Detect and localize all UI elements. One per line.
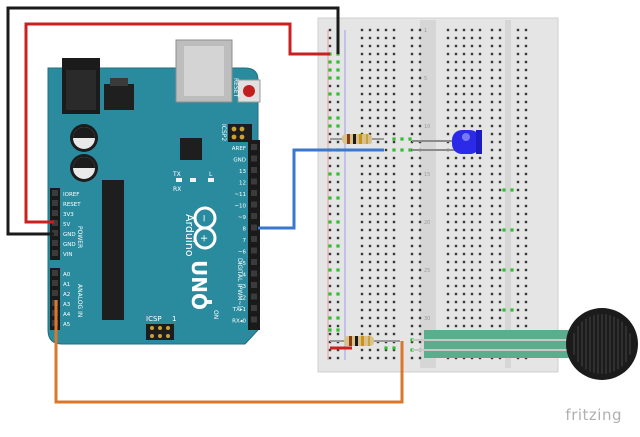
icsp2-label: ICSP2 <box>220 124 227 141</box>
digital-pin-label: 2 <box>243 296 247 302</box>
svg-text:−: − <box>198 214 209 222</box>
icsp-header <box>146 324 174 340</box>
force-sensitive-resistor <box>412 308 638 380</box>
tx-label: TX <box>172 171 181 178</box>
digital-pin-label: TX▸1 <box>232 307 246 313</box>
rx-label: RX <box>173 186 181 193</box>
digital-pin-label: ~3 <box>238 284 247 290</box>
digital-pin-label: 13 <box>239 169 246 175</box>
wire-gnd-black <box>6 6 340 236</box>
rx-led <box>190 178 196 182</box>
power-pin-label: GND <box>63 242 76 248</box>
breadboard-connected-holes <box>328 52 514 352</box>
l-led <box>208 178 214 182</box>
digital-pin-label: 4 <box>243 273 247 279</box>
digital-pin-label: ~5 <box>238 261 247 267</box>
capacitor-1 <box>70 124 98 152</box>
digital-pin-label: ~10 <box>234 204 246 210</box>
header-number-label: 1 <box>172 315 176 323</box>
breadboard-row-number: 30 <box>424 316 430 322</box>
on-label: ON <box>212 310 219 319</box>
on-led <box>206 300 212 304</box>
capacitor-2 <box>70 154 98 182</box>
analog-label: ANALOG IN <box>76 284 83 317</box>
digital-pin-label: AREF <box>232 146 246 152</box>
analog-pin-label: A5 <box>63 322 71 328</box>
reset-label: RESET <box>232 78 239 98</box>
analog-pin-label: A0 <box>63 272 71 278</box>
board-model: UNO <box>187 260 211 310</box>
arduino-logo: − + <box>193 206 217 250</box>
analog-header <box>50 268 60 330</box>
resistor-led <box>330 134 384 144</box>
board-name: Arduino <box>183 214 196 257</box>
digital-pin-label: RX◂0 <box>232 319 246 325</box>
led <box>412 130 482 154</box>
power-pin-label: 3V3 <box>63 212 74 218</box>
power-label: POWER <box>76 226 83 248</box>
breadboard-row-number: 5 <box>424 76 427 82</box>
power-pin-label: GND <box>63 232 76 238</box>
icsp2-header <box>228 124 252 142</box>
digital-pin-label: GND <box>233 158 246 164</box>
l-label: L <box>209 171 213 178</box>
digital-label: DIGITAL (PWM~) <box>236 258 243 308</box>
analog-pin-label: A1 <box>63 282 70 288</box>
digital-pin-label: ~9 <box>238 215 247 221</box>
atmega-chip <box>102 180 124 320</box>
fritzing-logo: fritzing <box>565 406 622 424</box>
resistor-sensor <box>330 336 400 346</box>
wire-5v-red <box>24 22 330 224</box>
breadboard-row-number: 1 <box>424 28 427 34</box>
tx-led <box>176 178 182 182</box>
wire-pin9-blue <box>258 148 384 230</box>
digital-pin-label: ~11 <box>234 192 246 198</box>
wire-a3-orange <box>54 300 404 404</box>
power-pin-label: RESET <box>63 202 81 208</box>
analog-pin-label: A3 <box>63 302 71 308</box>
digital-pin-label: 7 <box>243 238 247 244</box>
digital-pin-label: 12 <box>239 181 246 187</box>
voltage-regulator <box>104 84 134 110</box>
analog-pin-label: A4 <box>63 312 71 318</box>
breadboard-row-number: 15 <box>424 172 430 178</box>
digital-pin-label: ~6 <box>238 250 247 256</box>
arduino-board: − + Arduino UNO RESET ICSP2 ICSP 1 ON TX… <box>47 39 261 345</box>
breadboard-row-number: 25 <box>424 268 430 274</box>
digital-pin-label: 8 <box>243 227 247 233</box>
breadboard-row-number: 10 <box>424 124 430 130</box>
icsp-label: ICSP <box>146 315 162 323</box>
power-pin-label: 5V <box>63 222 70 228</box>
power-pin-label: IOREF <box>63 192 79 198</box>
svg-text:+: + <box>198 234 209 242</box>
breadboard-row-number: 20 <box>424 220 430 226</box>
analog-pin-label: A2 <box>63 292 70 298</box>
power-pin-label: VIN <box>63 252 73 258</box>
